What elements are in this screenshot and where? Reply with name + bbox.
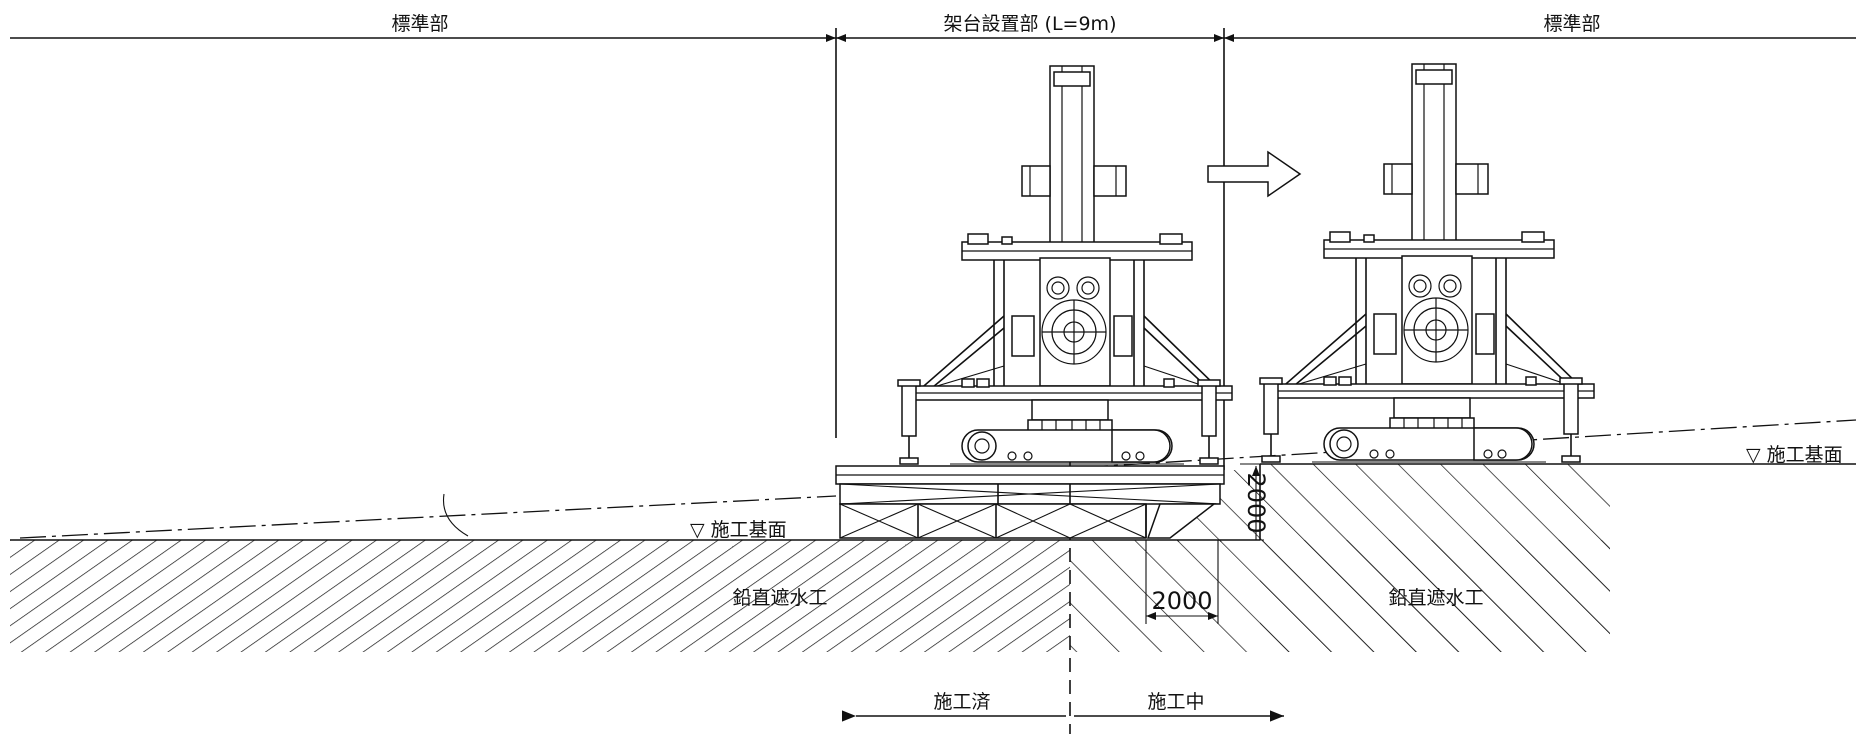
width-dimension: [1145, 540, 1219, 624]
abutment-section-label: 架台設置部 (L=9m): [944, 13, 1117, 35]
pile-driver-right-icon: [1259, 63, 1595, 463]
construction-base-label-right: ▽ 施工基面: [1746, 444, 1843, 466]
hollow-arrow-right-icon: [1207, 150, 1302, 198]
construction-base-line: [19, 419, 1857, 539]
leader-curve: [442, 493, 469, 537]
right-ground-hatch: [1260, 464, 1610, 652]
vertical-cutoff-label-left: 鉛直遮水工: [732, 587, 827, 609]
vertical-cutoff-label-right: 鉛直遮水工: [1388, 587, 1483, 609]
height-dimension: [1240, 463, 1264, 541]
construction-base-label-left: ▽ 施工基面: [690, 519, 787, 541]
gantry-base: [835, 465, 1225, 539]
standard-right-label: 標準部: [1543, 13, 1600, 35]
height-dimension-text: 2000: [1242, 472, 1270, 533]
standard-left-label: 標準部: [391, 13, 448, 35]
completed-ground-hatch: [10, 540, 1070, 652]
in-progress-label: 施工中: [1147, 691, 1204, 713]
pile-driver-left-icon: [897, 65, 1233, 465]
completed-label: 施工済: [933, 691, 990, 713]
width-dimension-text: 2000: [1151, 587, 1212, 615]
